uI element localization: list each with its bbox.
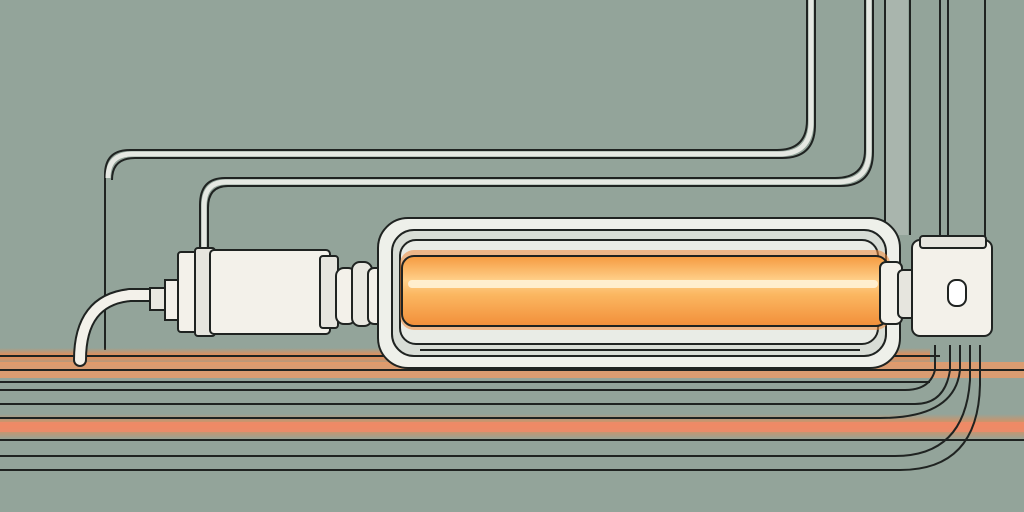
vertical-wires: [104, 0, 986, 350]
left-connector: [149, 247, 385, 337]
white-wire-fill: [105, 0, 872, 250]
right-connector: [879, 235, 993, 337]
power-cable: [73, 288, 162, 367]
wire-shadow-strip: [886, 0, 908, 235]
neon-tube: [400, 250, 890, 330]
